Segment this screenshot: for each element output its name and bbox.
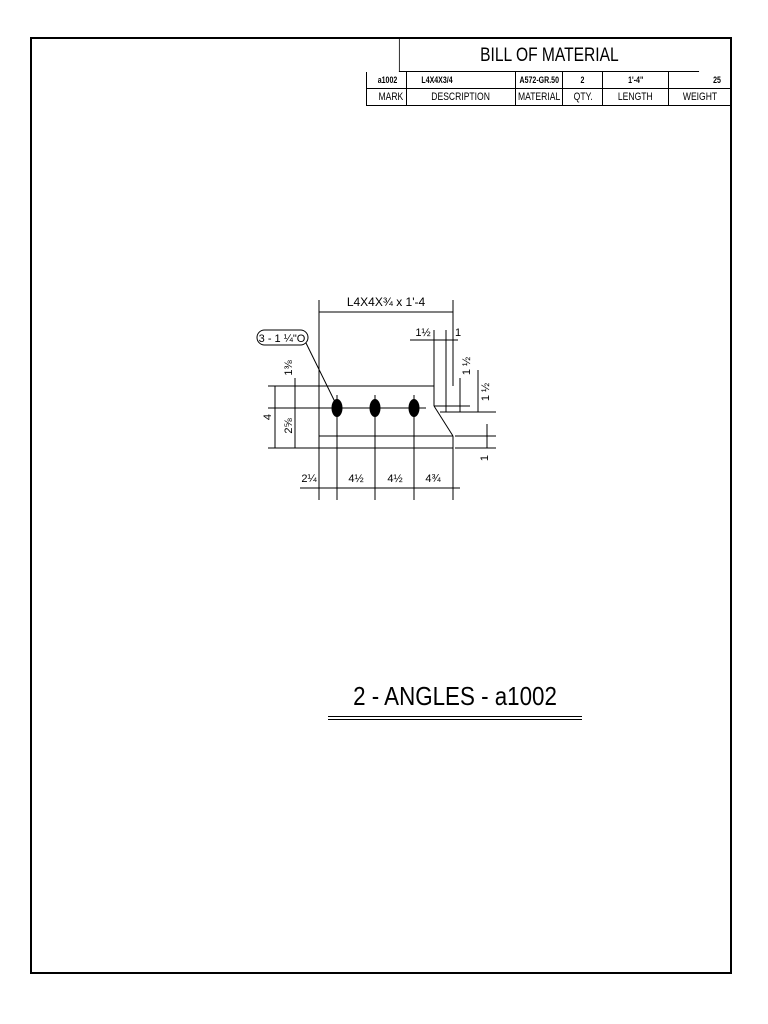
edge-left-dimension: 2¼ <box>301 473 317 485</box>
bill-of-material-table: BILL OF MATERIAL a1002 L4X4X3/4 A572-GR.… <box>366 39 732 106</box>
bom-header-description: DESCRIPTION <box>407 89 516 105</box>
bom-header-row: MARK DESCRIPTION MATERIAL QTY. LENGTH WE… <box>366 89 732 106</box>
drawing-title-block: 2 - ANGLES - a1002 <box>328 676 582 722</box>
edge-right-dimension: 4¾ <box>425 473 441 485</box>
drawing-title: 2 - ANGLES - a1002 <box>353 681 557 711</box>
bom-title: BILL OF MATERIAL <box>398 39 700 72</box>
bom-cell-qty: 2 <box>563 72 604 88</box>
bom-data-row: a1002 L4X4X3/4 A572-GR.50 2 1'-4" 25 <box>366 72 732 89</box>
clip-horizontal-dimension: 1½ <box>415 327 430 339</box>
bom-header-mark: MARK <box>367 89 407 105</box>
left-vertical-dimensions <box>268 378 326 449</box>
bom-cell-mark: a1002 <box>367 72 407 88</box>
overall-length-dimension <box>318 300 454 386</box>
drawing-sheet-border <box>30 37 732 974</box>
title-underline <box>328 719 582 720</box>
callout-leader <box>305 342 337 405</box>
leg-dimension: 4 <box>262 414 274 420</box>
bottom-horizontal-dimensions <box>300 448 460 500</box>
thickness-dimension: 1 <box>479 455 491 461</box>
bom-header-weight: WEIGHT <box>682 91 718 103</box>
clip-vertical-upper-dimension: 1 ½ <box>461 357 473 375</box>
bom-header-length: LENGTH <box>603 89 670 105</box>
clip-small-dimension: 1 <box>455 327 461 339</box>
bom-cell-length: 1'-4" <box>603 72 670 88</box>
angle-profile <box>318 385 454 449</box>
clip-dimensions <box>410 330 496 449</box>
svg-text:3 - 1 ¼"O: 3 - 1 ¼"O <box>259 333 306 345</box>
top-gage-dimension: 1⅜ <box>283 360 295 376</box>
clip-vertical-lower-dimension: 1 ½ <box>480 383 492 401</box>
bom-cell-material: A572-GR.50 <box>516 72 564 88</box>
member-label: L4X4X¾ x 1'-4 <box>347 295 426 309</box>
bom-cell-description: L4X4X3/4 <box>407 72 516 88</box>
bom-header-qty: QTY. <box>563 89 604 105</box>
title-underline <box>328 716 582 717</box>
bom-header-material: MATERIAL <box>516 89 564 105</box>
hole-callout: 3 - 1 ¼"O <box>256 329 337 405</box>
bom-cell-weight: 25 <box>713 75 721 85</box>
spacing-2-dimension: 4½ <box>387 473 402 485</box>
spacing-1-dimension: 4½ <box>348 473 363 485</box>
bottom-gage-dimension: 2⅝ <box>283 418 295 434</box>
hole-centerlines <box>336 395 415 500</box>
